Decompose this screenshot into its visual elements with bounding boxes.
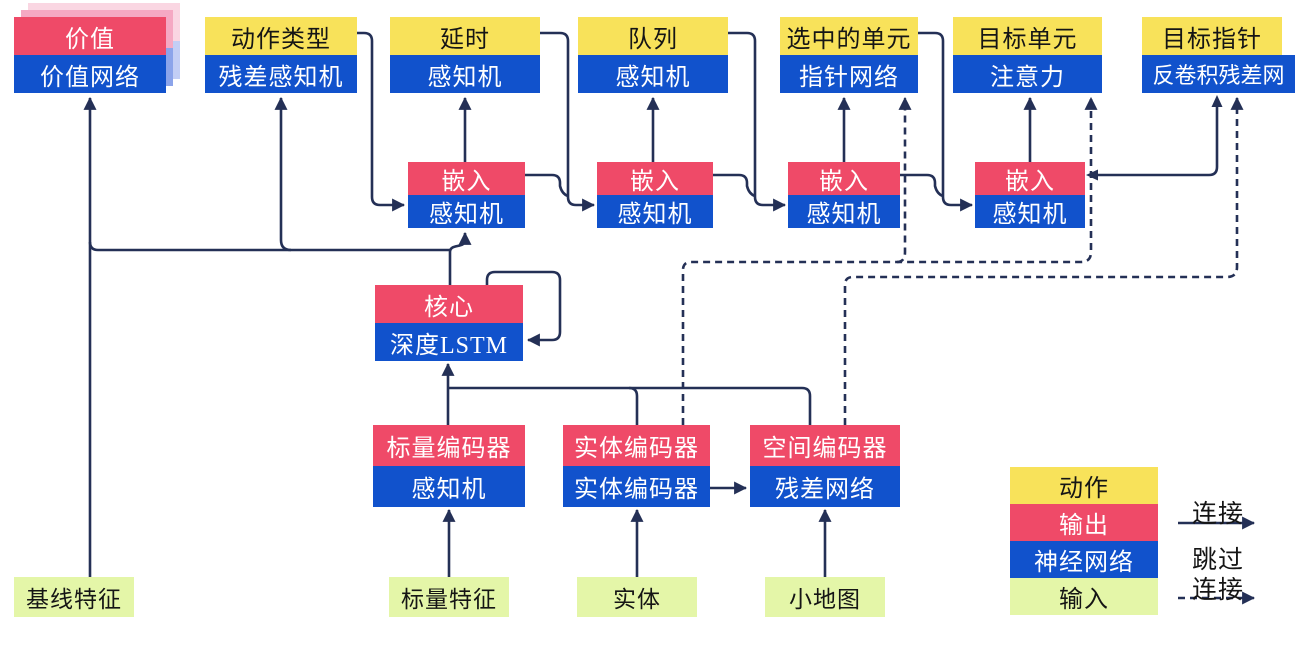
- node-embed-4: 嵌入 感知机: [975, 162, 1085, 228]
- node-spatial-encoder: 空间编码器 残差网络: [750, 425, 900, 507]
- edge-core-self-loop: [485, 270, 562, 347]
- input-entities: 实体: [577, 577, 697, 617]
- edge-embed2-to-embed3: [713, 173, 756, 198]
- node-selected-units: 选中的单元 指针网络: [780, 17, 918, 93]
- node-value-output: 价值: [14, 17, 166, 55]
- node-core-label: 核心: [375, 285, 523, 323]
- node-delay: 延时 感知机: [390, 17, 540, 93]
- edge-lstm-output-bus: [88, 241, 450, 252]
- legend-network: 神经网络: [1010, 541, 1158, 578]
- node-embed-3-network: 感知机: [788, 195, 900, 228]
- node-embed-1-label: 嵌入: [408, 162, 525, 195]
- node-embed-3-label: 嵌入: [788, 162, 900, 195]
- node-action-type: 动作类型 残差感知机: [205, 17, 357, 93]
- node-entity-encoder-label: 实体编码器: [563, 425, 710, 466]
- edge-action-type-to-embed1: [357, 31, 406, 212]
- legend-color-key: 动作 输出 神经网络 输入: [1010, 467, 1158, 615]
- node-value: 价值 价值网络: [14, 17, 166, 93]
- node-embed-4-network: 感知机: [975, 195, 1085, 228]
- node-core: 核心 深度LSTM: [375, 285, 523, 361]
- legend-skip-label-line1: 跳过: [1191, 547, 1244, 574]
- input-scalar-features: 标量特征: [389, 577, 509, 617]
- legend-input: 输入: [1010, 578, 1158, 615]
- node-embed-1: 嵌入 感知机: [408, 162, 525, 228]
- node-target-unit: 目标单元 注意力: [953, 17, 1102, 93]
- arrowhead-into-target-point: [1211, 95, 1223, 107]
- node-entity-encoder: 实体编码器 实体编码器: [563, 425, 710, 507]
- skip-to-pointer-network: [896, 96, 912, 264]
- legend-connection-label: 连接: [1191, 501, 1244, 528]
- edge-entity-encoder-to-bus: [628, 386, 639, 425]
- edge-embed3-to-embed4: [900, 173, 944, 198]
- node-value-network: 价值网络: [14, 55, 166, 93]
- node-embed-2-network: 感知机: [597, 195, 713, 228]
- node-embed-1-network: 感知机: [408, 195, 525, 228]
- edge-bus-to-action-type: [274, 96, 292, 252]
- node-target-point-network: 反卷积残差网: [1142, 55, 1295, 93]
- skip-entity-encoder-bus: [681, 96, 1098, 425]
- input-minimap: 小地图: [765, 577, 885, 617]
- edge-delay-to-embed2: [540, 31, 596, 212]
- node-action-type-action: 动作类型: [205, 17, 357, 55]
- edge-core-to-embed1: [448, 231, 472, 285]
- node-queue-action: 队列: [578, 17, 728, 55]
- node-target-point-action: 目标指针: [1142, 17, 1282, 55]
- node-scalar-encoder-network: 感知机: [373, 466, 525, 507]
- legend-skip-label-line2: 连接: [1191, 577, 1244, 604]
- node-queue-network: 感知机: [578, 55, 728, 93]
- skip-spatial-to-target-point: [843, 96, 1244, 425]
- node-delay-action: 延时: [390, 17, 540, 55]
- node-embed-3: 嵌入 感知机: [788, 162, 900, 228]
- edge-encoder-bus: [448, 386, 812, 425]
- edge-embed4-target-point: [1097, 106, 1219, 177]
- node-entity-encoder-network: 实体编码器: [563, 466, 710, 507]
- node-target-point: 目标指针 反卷积残差网: [1142, 17, 1295, 93]
- edge-embed1-to-embed2: [525, 173, 569, 198]
- node-action-type-network: 残差感知机: [205, 55, 357, 93]
- legend-output: 输出: [1010, 504, 1158, 541]
- node-queue: 队列 感知机: [578, 17, 728, 93]
- node-selected-units-network: 指针网络: [780, 55, 918, 93]
- node-scalar-encoder: 标量编码器 感知机: [373, 425, 525, 507]
- node-target-unit-network: 注意力: [953, 55, 1102, 93]
- arrowhead-into-embed4: [1086, 169, 1098, 181]
- node-scalar-encoder-label: 标量编码器: [373, 425, 525, 466]
- node-embed-2-label: 嵌入: [597, 162, 713, 195]
- node-delay-network: 感知机: [390, 55, 540, 93]
- node-selected-units-action: 选中的单元: [780, 17, 918, 55]
- node-spatial-encoder-network: 残差网络: [750, 466, 900, 507]
- node-spatial-encoder-label: 空间编码器: [750, 425, 900, 466]
- edge-selected-to-embed4: [918, 31, 974, 212]
- node-embed-4-label: 嵌入: [975, 162, 1085, 195]
- node-embed-2: 嵌入 感知机: [597, 162, 713, 228]
- input-baseline-features: 基线特征: [14, 577, 134, 617]
- node-core-network: 深度LSTM: [375, 323, 523, 361]
- edge-queue-to-embed3: [728, 31, 787, 212]
- node-target-unit-action: 目标单元: [953, 17, 1102, 55]
- legend-action: 动作: [1010, 467, 1158, 504]
